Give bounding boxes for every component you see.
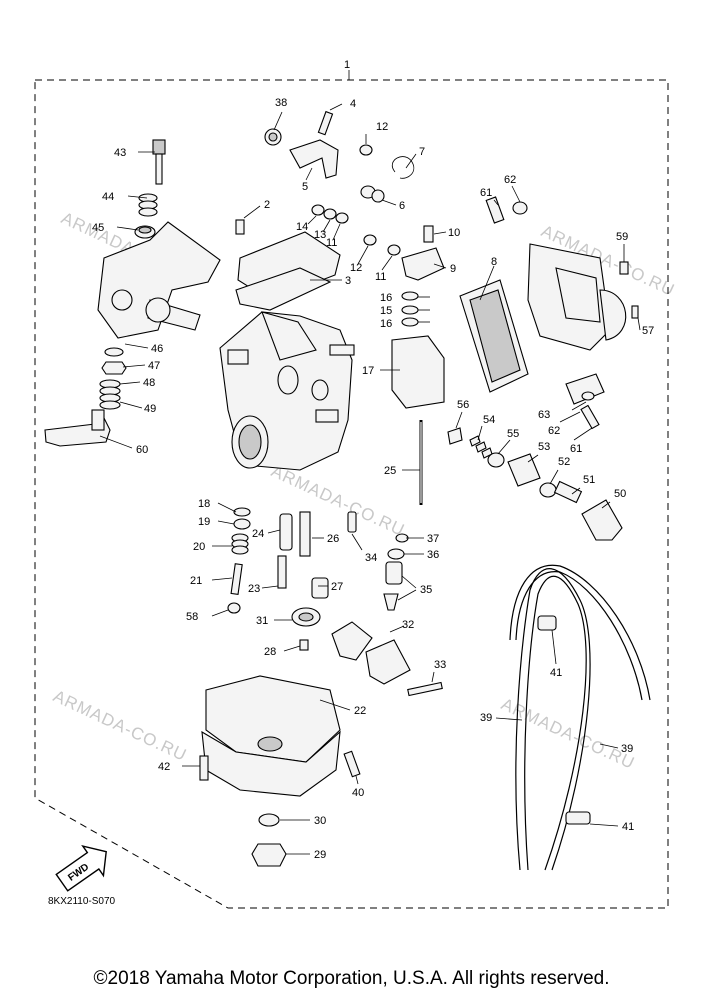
callout-18: 18	[198, 498, 210, 510]
callout-35: 35	[420, 584, 432, 596]
callout-13: 13	[314, 229, 326, 241]
callout-60: 60	[136, 444, 148, 456]
copyright-notice: ©2018 Yamaha Motor Corporation, U.S.A. A…	[93, 968, 610, 989]
callout-43: 43	[114, 147, 126, 159]
callout-leaders	[99, 103, 641, 855]
callout-62b: 62	[548, 425, 560, 437]
callout-1: 1	[344, 59, 350, 71]
callout-12a: 12	[376, 121, 388, 133]
callout-11b: 11	[375, 271, 386, 283]
callout-53: 53	[538, 441, 550, 453]
assembly-boundary	[34, 79, 669, 909]
callout-58: 58	[186, 611, 198, 623]
callout-24: 24	[252, 528, 264, 540]
callout-10: 10	[448, 227, 460, 239]
callout-51: 51	[583, 474, 595, 486]
callout-39b: 39	[621, 743, 633, 755]
callout-38: 38	[275, 97, 287, 109]
callout-45: 45	[92, 222, 104, 234]
callout-4: 4	[350, 98, 356, 110]
callout-47: 47	[148, 360, 160, 372]
callout-52: 52	[558, 456, 570, 468]
callout-34: 34	[365, 552, 377, 564]
callout-46: 46	[151, 343, 163, 355]
callout-32: 32	[402, 619, 414, 631]
callout-16a: 16	[380, 292, 392, 304]
callout-36: 36	[427, 549, 439, 561]
callout-33: 33	[434, 659, 446, 671]
callout-26: 26	[327, 533, 339, 545]
callout-12b: 12	[350, 262, 362, 274]
callout-37: 37	[427, 533, 439, 545]
callout-59: 59	[616, 231, 628, 243]
watermark: ARMADA-CO.RU	[498, 694, 638, 773]
callout-23: 23	[248, 583, 260, 595]
callout-63: 63	[538, 409, 550, 421]
callout-21: 21	[190, 575, 202, 587]
callout-25: 25	[384, 465, 396, 477]
carburetor-body	[219, 311, 355, 471]
callout-7: 7	[419, 146, 425, 158]
callout-56: 56	[457, 399, 469, 411]
callout-19: 19	[198, 516, 210, 528]
callout-numbers: 1 2 3 4 5 6 7 8 9 10 11 11 12 12 13 14 1…	[92, 59, 654, 861]
callout-41a: 41	[550, 667, 562, 679]
callout-48: 48	[143, 377, 155, 389]
callout-30: 30	[314, 815, 326, 827]
callout-62a: 62	[504, 174, 516, 186]
callout-57: 57	[642, 325, 654, 337]
callout-14: 14	[296, 221, 308, 233]
callout-15: 15	[380, 305, 392, 317]
callout-9: 9	[450, 263, 456, 275]
callout-61a: 61	[480, 187, 492, 199]
callout-41b: 41	[622, 821, 634, 833]
callout-5: 5	[302, 181, 308, 193]
throttle-lever-assembly	[44, 139, 221, 447]
callout-31: 31	[256, 615, 268, 627]
diagram-code: 8KX2110-S070	[48, 896, 116, 907]
callout-11a: 11	[326, 237, 337, 249]
callout-55: 55	[507, 428, 519, 440]
fwd-arrow-icon: FWD	[55, 844, 107, 892]
callout-42: 42	[158, 761, 170, 773]
callout-61b: 61	[570, 443, 582, 455]
callout-54: 54	[483, 414, 495, 426]
callout-20: 20	[193, 541, 205, 553]
callout-2: 2	[264, 199, 270, 211]
callout-40: 40	[352, 787, 364, 799]
callout-17: 17	[362, 365, 374, 377]
callout-29: 29	[314, 849, 326, 861]
parts-drawing	[44, 110, 651, 871]
watermark: ARMADA-CO.RU	[50, 686, 190, 765]
callout-49: 49	[144, 403, 156, 415]
callout-28: 28	[264, 646, 276, 658]
callout-6: 6	[399, 200, 405, 212]
callout-27: 27	[331, 581, 343, 593]
callout-3: 3	[345, 275, 351, 287]
callout-22: 22	[354, 705, 366, 717]
callout-44: 44	[102, 191, 114, 203]
callout-39a: 39	[480, 712, 492, 724]
callout-8: 8	[491, 256, 497, 268]
callout-16b: 16	[380, 318, 392, 330]
callout-50: 50	[614, 488, 626, 500]
